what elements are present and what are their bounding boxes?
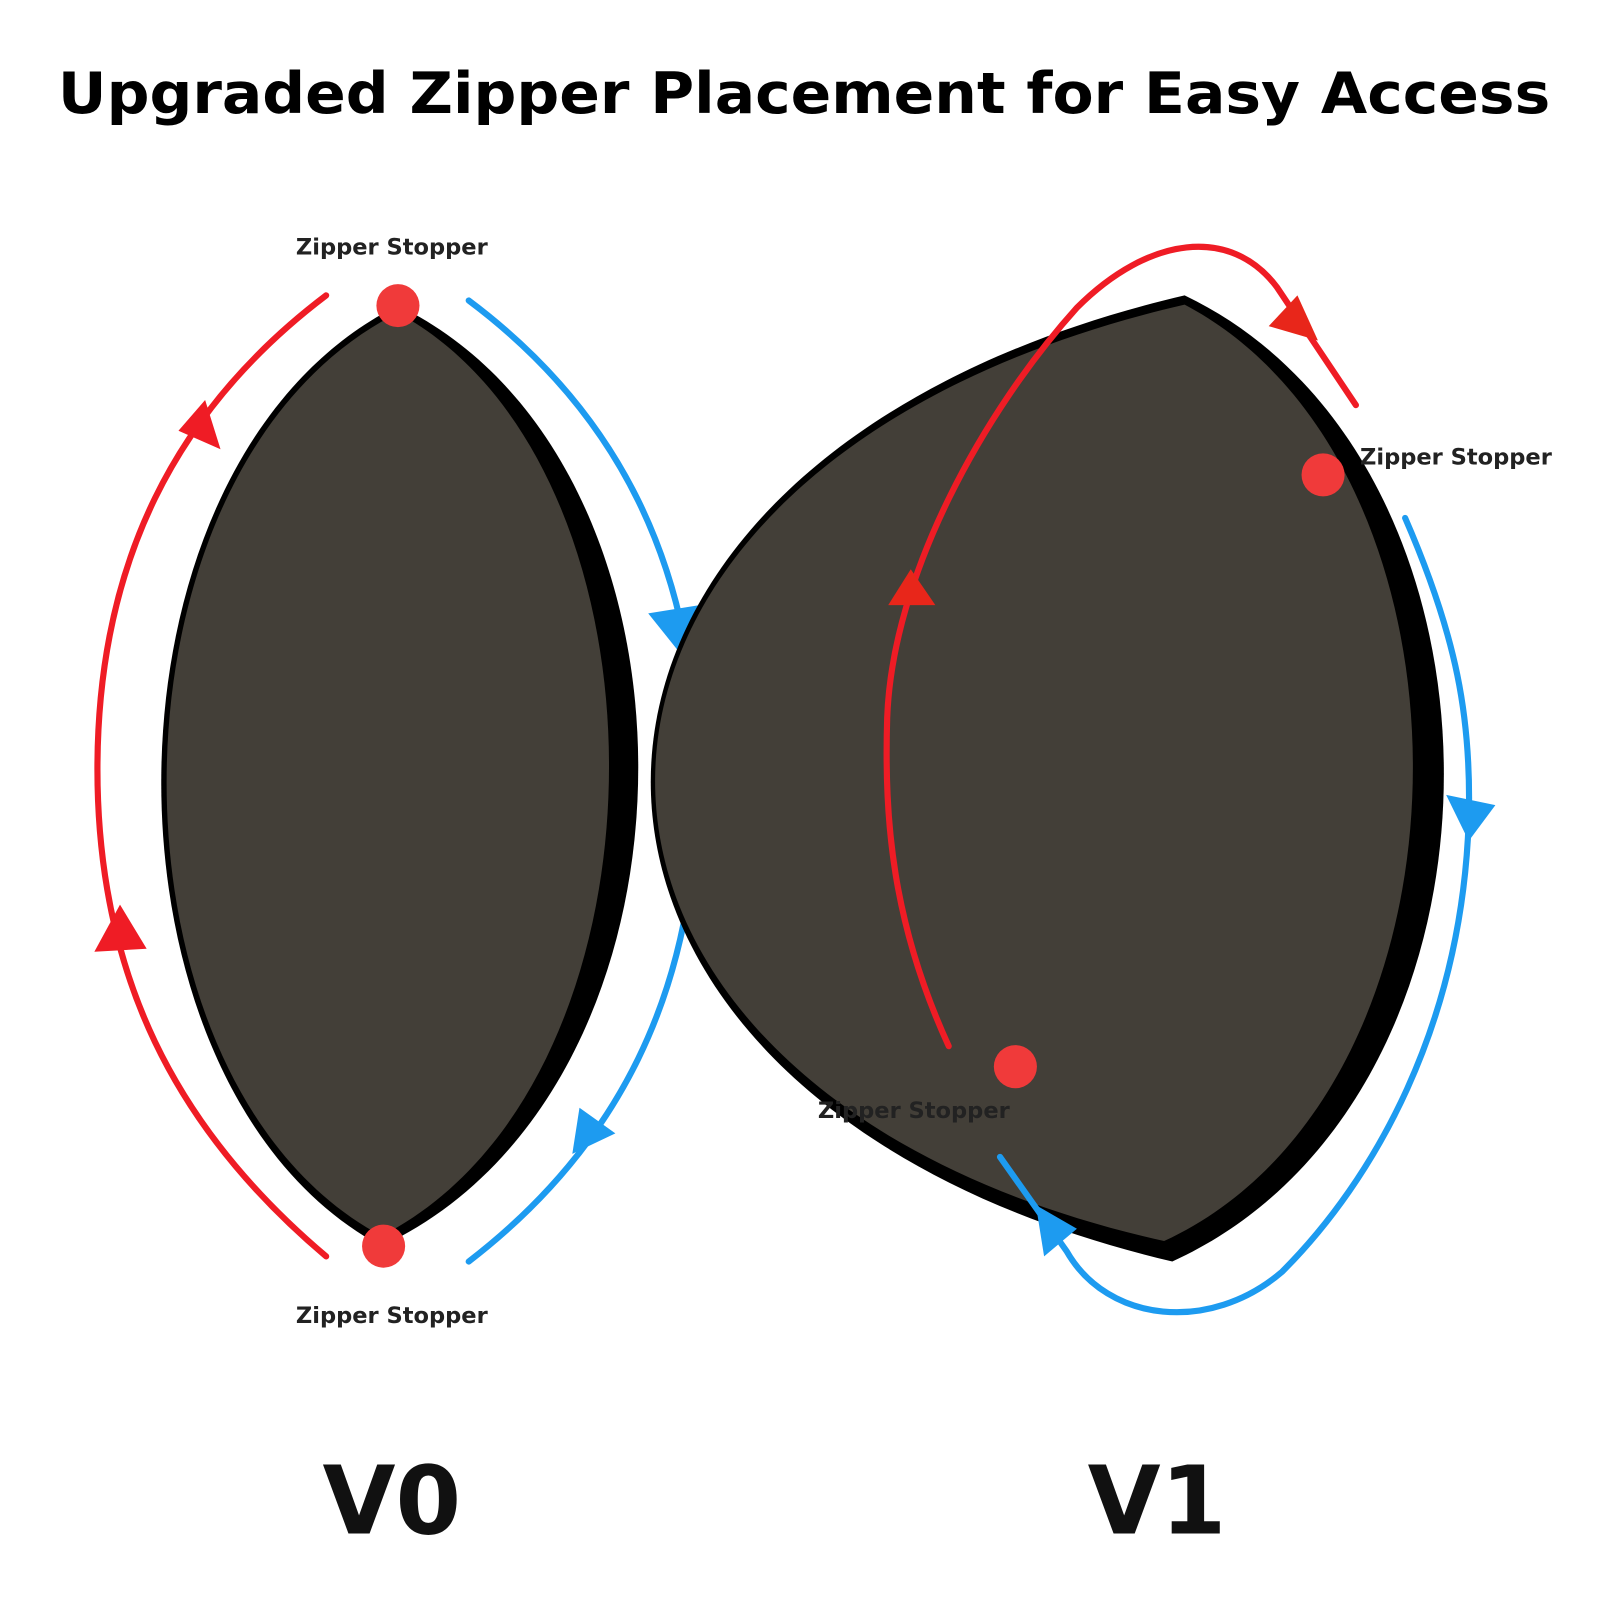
v0-version-label: V0 xyxy=(322,1446,461,1556)
v1-blue-zipper-path xyxy=(996,514,1473,1316)
v1-right-stopper xyxy=(1301,453,1345,497)
v0-top-stopper-label: Zipper Stopper xyxy=(296,234,489,260)
v0-blue-arrowhead-icon xyxy=(572,1107,616,1154)
v0-red-arrowhead-icon xyxy=(94,904,147,952)
v0-top-stopper xyxy=(376,284,420,328)
v0-bottom-stopper xyxy=(362,1224,406,1268)
v1-red-zipper-path xyxy=(883,243,1359,1050)
v1-red-arrowhead-icon xyxy=(888,569,936,606)
v1-diagram: Zipper Stopper Zipper Stopper V1 xyxy=(650,243,1553,1556)
v1-left-stopper xyxy=(993,1045,1037,1089)
v1-red-arrowhead-icon xyxy=(1268,295,1318,341)
v0-pouch-fabric xyxy=(166,312,610,1236)
page-title: Upgraded Zipper Placement for Easy Acces… xyxy=(58,60,1550,127)
v1-version-label: V1 xyxy=(1088,1446,1227,1556)
v1-blue-arrowhead-icon xyxy=(1035,1205,1077,1257)
v0-red-arrowhead-icon xyxy=(178,400,221,450)
v0-diagram: Zipper Stopper Zipper Stopper V0 xyxy=(94,234,701,1556)
v1-right-stopper-label: Zipper Stopper xyxy=(1360,445,1553,471)
v1-left-stopper-label: Zipper Stopper xyxy=(818,1098,1011,1124)
v0-bottom-stopper-label: Zipper Stopper xyxy=(296,1303,489,1329)
v1-blue-arrowhead-icon xyxy=(1446,794,1496,842)
v1-pouch-fabric xyxy=(655,304,1413,1242)
v0-blue-arrowhead-icon xyxy=(648,605,700,655)
